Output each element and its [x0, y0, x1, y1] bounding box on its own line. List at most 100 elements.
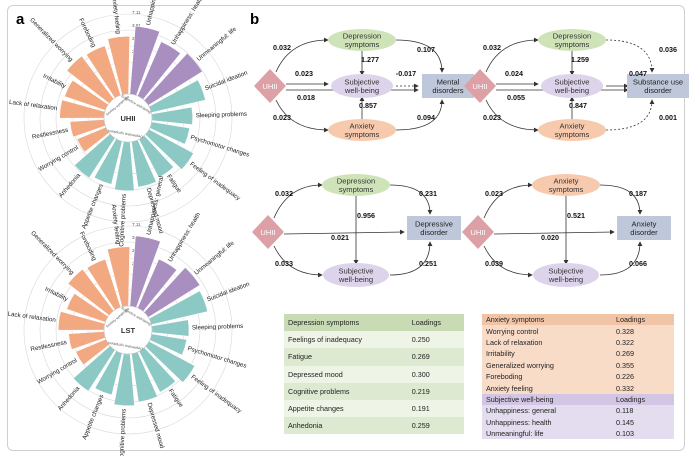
- outcome-node: [617, 216, 671, 240]
- path-coefficient: 1.277: [361, 55, 379, 64]
- path-arrow: [605, 99, 655, 131]
- path-coefficient: 0.023: [485, 189, 503, 198]
- table-cell-loading: 0.259: [411, 421, 430, 431]
- tick-label: 7.11: [132, 222, 141, 227]
- radial-item-label: Lack of relaxation: [7, 311, 57, 324]
- table-cell-loading: Loadings: [615, 394, 646, 404]
- radial-item-label: Cognitive problems: [118, 194, 128, 247]
- path-arrow: [599, 184, 643, 215]
- path-coefficient: 0.032: [483, 43, 501, 52]
- radial-item-label: Unhappiness: general: [145, 0, 165, 26]
- path-arrow: [395, 39, 445, 73]
- radial-chart-1: 7.113.812.632.011.631.37Unhappiness: gen…: [7, 175, 251, 456]
- path-coefficient: 0.036: [659, 45, 677, 54]
- top-mediator-node: [322, 174, 390, 196]
- table-cell-loading: 0.103: [615, 429, 634, 439]
- path-coefficient: 0.033: [275, 259, 293, 268]
- path-coefficient: 1.259: [571, 55, 589, 64]
- path-arrow: [273, 182, 323, 219]
- path-arrow: [493, 229, 615, 235]
- table-cell-item: Generalized worrying: [486, 360, 554, 370]
- radial-item-label: Foreboding: [78, 231, 98, 263]
- radial-chart-0: 7.113.812.632.011.631.37Unhappiness: gen…: [9, 0, 250, 247]
- table-cell-item: Irritability: [486, 349, 515, 359]
- radial-item-label: Anxiety feeling: [110, 0, 122, 35]
- path-coefficient: 0.231: [419, 189, 437, 198]
- table-cell-item: Depression symptoms: [288, 318, 360, 328]
- table-cell-loading: 0.118: [615, 406, 634, 416]
- radial-item-label: Generalized worrying: [29, 230, 75, 277]
- path-arrow: [273, 245, 323, 278]
- grid-ring: [23, 225, 233, 435]
- table-cell-loading: 0.250: [411, 335, 430, 345]
- radial-item-label: Generalized worrying: [28, 17, 74, 64]
- table-cell-loading: 0.145: [615, 417, 634, 427]
- path-coefficient: 0.039: [485, 259, 503, 268]
- exposure-node: [254, 69, 286, 103]
- path-arrow: [389, 241, 433, 276]
- radial-item-label: Anxiety feeling: [110, 204, 122, 245]
- table-cell-item: Anhedonia: [288, 421, 323, 431]
- exposure-node: [462, 215, 494, 249]
- tick-label: 3.81: [132, 23, 141, 28]
- inner-group-label: Depressive symptoms: [107, 341, 143, 351]
- table-cell-item: Subjective well-being: [486, 394, 554, 404]
- table-cell-item: Foreboding: [486, 372, 523, 382]
- radial-item-label: Worrying control: [37, 144, 79, 173]
- radial-charts: 7.113.812.632.011.631.37Unhappiness: gen…: [7, 0, 251, 456]
- path-arrow: [483, 182, 533, 219]
- radial-item-label: Feeling of inadequacy: [190, 374, 244, 416]
- radial-item-label: Restlessness: [30, 339, 67, 353]
- path-coefficient: 0.023: [273, 113, 291, 122]
- path-arrow: [275, 99, 329, 133]
- table-cell-item: Unhappiness: health: [486, 417, 552, 427]
- path-coefficient: 0.094: [417, 113, 435, 122]
- table-cell-loading: Loadings: [411, 318, 441, 328]
- outcome-node: [407, 216, 461, 240]
- tick-label: 7.11: [132, 10, 141, 15]
- path-coefficient: 0.018: [297, 93, 315, 102]
- anxiety-node: [538, 119, 606, 141]
- path-coefficient: 0.055: [507, 93, 525, 102]
- wellbeing-node: [541, 74, 603, 98]
- depression-node: [328, 29, 396, 51]
- table-cell-loading: 0.191: [411, 404, 430, 414]
- exposure-node: [464, 69, 496, 103]
- wellbeing-node: [533, 263, 599, 287]
- depression-node: [538, 29, 606, 51]
- wellbeing-node: [323, 263, 389, 287]
- radial-item-label: Suicidal ideation: [206, 281, 251, 304]
- path-arrow: [605, 39, 655, 73]
- path-arrow: [483, 245, 533, 278]
- panel-a-letter: a: [16, 11, 25, 28]
- path-coefficient: -0.017: [396, 69, 416, 78]
- table-cell-item: Cognitive problems: [288, 386, 350, 396]
- path-arrow: [485, 37, 539, 73]
- table-row: Unhappiness: health 0.145: [482, 416, 674, 428]
- table-header-row: Depression symptoms Loadings: [284, 314, 464, 332]
- wellbeing-node: [331, 74, 393, 98]
